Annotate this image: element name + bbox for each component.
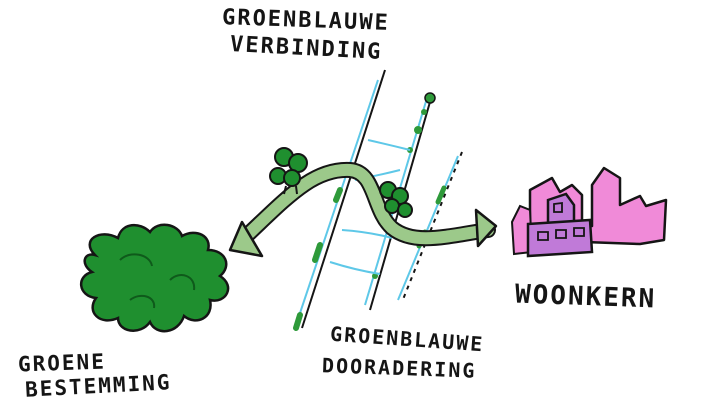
town-buildings-icon — [512, 168, 666, 256]
bush-icon — [81, 225, 228, 331]
double-headed-arrow-icon — [230, 170, 496, 256]
label-groenblauwe-dooradering-line2: DOORADERING — [322, 352, 477, 383]
right-strip — [398, 152, 462, 302]
label-woonkern: WOONKERN — [515, 282, 657, 313]
